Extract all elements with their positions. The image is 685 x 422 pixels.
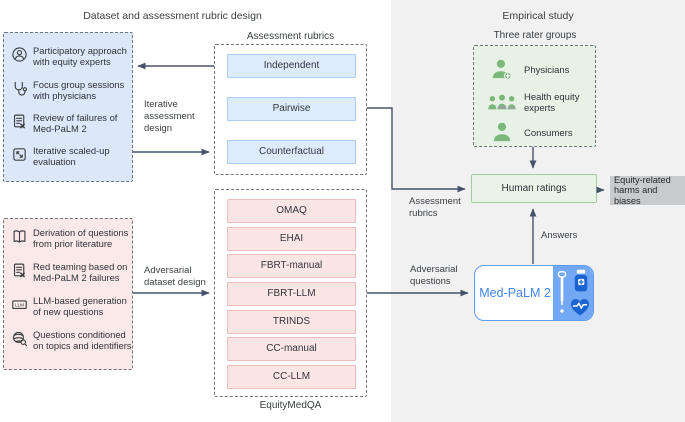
list-item: Questions conditioned on topics and iden… xyxy=(11,329,133,351)
list-item: Consumers xyxy=(480,120,592,146)
list-item: LLM LLM-based generation of new question… xyxy=(11,295,133,317)
person-circle-icon xyxy=(12,47,27,62)
pipette-icon xyxy=(557,271,567,313)
svg-text:LLM: LLM xyxy=(15,303,24,308)
llm-icon: LLM xyxy=(12,300,27,309)
person-icon xyxy=(493,122,511,142)
list-item: Physicians xyxy=(480,56,592,84)
list-item: Participatory approach with equity exper… xyxy=(11,45,133,67)
empirical-section-title: Empirical study xyxy=(502,10,574,22)
dataset-item: FBRT-LLM xyxy=(227,282,356,306)
dataset-item: FBRT-manual xyxy=(227,254,356,278)
dataset-item: TRINDS xyxy=(227,310,356,334)
input-label: Questions conditioned on topics and iden… xyxy=(33,329,132,351)
list-item: Review of failures of Med-PaLM 2 xyxy=(11,112,133,134)
med-palm-icon-panel xyxy=(553,266,593,320)
human-ratings-box: Human ratings xyxy=(471,174,597,203)
input-label: Review of failures of Med-PaLM 2 xyxy=(33,112,118,134)
rubric-item: Independent xyxy=(227,54,356,78)
input-label: Iterative scaled-up evaluation xyxy=(33,145,110,167)
rater-label: Physicians xyxy=(524,64,570,76)
input-label: LLM-based generation of new questions xyxy=(33,295,127,317)
med-palm-label: Med-PaLM 2 xyxy=(479,286,551,300)
rater-groups-box: Physicians Health equity experts xyxy=(473,45,596,147)
dataset-item: OMAQ xyxy=(227,199,356,223)
rater-groups-title: Three rater groups xyxy=(493,30,577,41)
list-item: Iterative scaled-up evaluation xyxy=(11,145,133,167)
input-label: Focus group sessions with physicians xyxy=(33,79,125,101)
people-group-icon xyxy=(488,94,516,110)
input-label: Derivation of questions from prior liter… xyxy=(33,227,129,249)
rubric-item: Pairwise xyxy=(227,97,356,121)
adversarial-design-label: Adversarial dataset design xyxy=(144,265,206,288)
iterative-design-label: Iterative assessment design xyxy=(144,99,195,134)
dataset-item: CC-manual xyxy=(227,337,356,361)
topics-search-icon xyxy=(12,331,28,347)
dataset-item: CC-LLM xyxy=(227,365,356,389)
rater-label: Health equity experts xyxy=(524,92,580,114)
list-item: Health equity experts xyxy=(480,87,592,119)
design-section-title: Dataset and assessment rubric design xyxy=(83,10,262,22)
stethoscope-icon xyxy=(14,81,28,96)
rubric-item: Counterfactual xyxy=(227,140,356,164)
answers-flow-label: Answers xyxy=(541,230,578,241)
heart-pulse-icon xyxy=(571,299,589,316)
equitymedqa-caption: EquityMedQA xyxy=(259,400,322,411)
input-label: Red teaming based on Med-PaLM 2 failures xyxy=(33,261,128,283)
list-item: Focus group sessions with physicians xyxy=(11,79,133,101)
input-label: Participatory approach with equity exper… xyxy=(33,45,127,67)
dataset-item: EHAI xyxy=(227,227,356,251)
medicine-bottle-icon xyxy=(574,269,588,292)
med-palm-box: Med-PaLM 2 xyxy=(474,265,594,321)
equitymedqa-box: OMAQ EHAI FBRT-manual FBRT-LLM TRINDS CC… xyxy=(214,189,367,397)
list-item: Derivation of questions from prior liter… xyxy=(11,227,133,249)
assessment-rubrics-title: Assessment rubrics xyxy=(246,31,335,42)
adversarial-questions-flow-label: Adversarial questions xyxy=(410,264,458,287)
rater-label: Consumers xyxy=(524,127,573,139)
document-failure-icon xyxy=(13,263,25,278)
outcome-box: Equity-related harms and biases xyxy=(610,175,685,206)
scale-up-icon xyxy=(13,148,26,161)
assessment-rubrics-box: Independent Pairwise Counterfactual xyxy=(214,44,367,175)
book-icon xyxy=(13,230,26,243)
rubric-inputs-box: Participatory approach with equity exper… xyxy=(3,32,133,182)
assessment-rubrics-flow-label: Assessment rubrics xyxy=(409,196,461,219)
dataset-inputs-box: Derivation of questions from prior liter… xyxy=(3,218,133,370)
list-item: Red teaming based on Med-PaLM 2 failures xyxy=(11,261,133,283)
physician-icon xyxy=(492,59,512,80)
document-failure-icon xyxy=(13,114,25,129)
